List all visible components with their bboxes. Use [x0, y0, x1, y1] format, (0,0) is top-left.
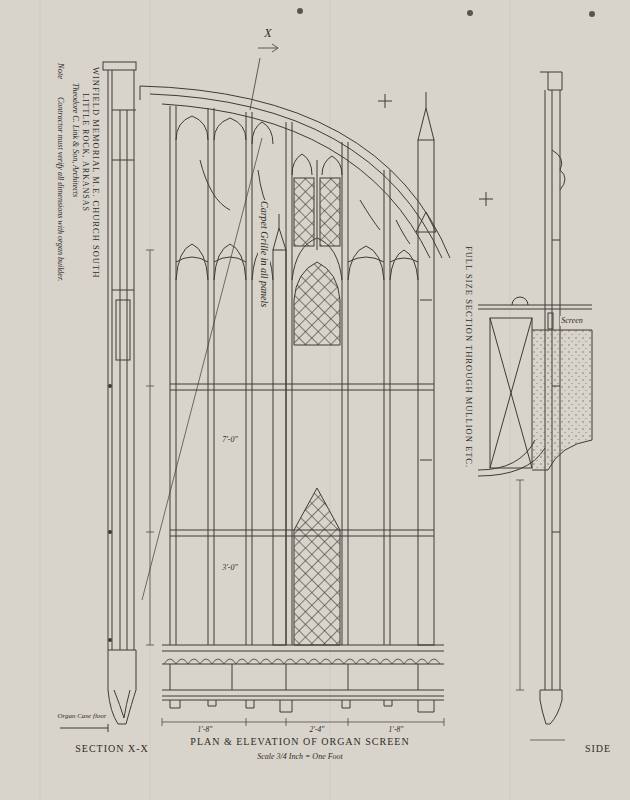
view-title: SIDE	[584, 743, 612, 755]
location: LITTLE ROCK, ARKANSAS	[80, 92, 89, 213]
dimension: 1'-8"	[197, 726, 214, 735]
dimension: 1'-8"	[388, 726, 405, 735]
drawing-title: PLAN & ELEVATION OF ORGAN SCREEN	[189, 736, 410, 748]
part-label: Screen	[560, 316, 583, 325]
detail-title: FULL SIZE SECTION THROUGH MULLION ETC.	[463, 245, 473, 469]
panel-note: Carpet Grille in all panels	[258, 200, 270, 308]
dimension: 3'-0"	[221, 563, 239, 572]
scale-caption: Scale 3/4 Inch = One Foot	[256, 752, 344, 761]
church-name: WINFIELD MEMORIAL M.E. CHURCH SOUTH	[90, 66, 100, 279]
view-title: SECTION X-X	[74, 743, 150, 755]
dimension: 2'-4"	[309, 726, 326, 735]
architect-credit: Theodore C. Link & Son, Architects	[70, 82, 79, 198]
contractor-note: Contractor must verify all dimensions wi…	[55, 96, 64, 282]
dimension: 7'-0"	[221, 435, 239, 444]
floor-label: Organ Case floor	[56, 712, 107, 720]
section-marker: X	[263, 27, 272, 41]
note-heading: Note	[55, 62, 65, 80]
